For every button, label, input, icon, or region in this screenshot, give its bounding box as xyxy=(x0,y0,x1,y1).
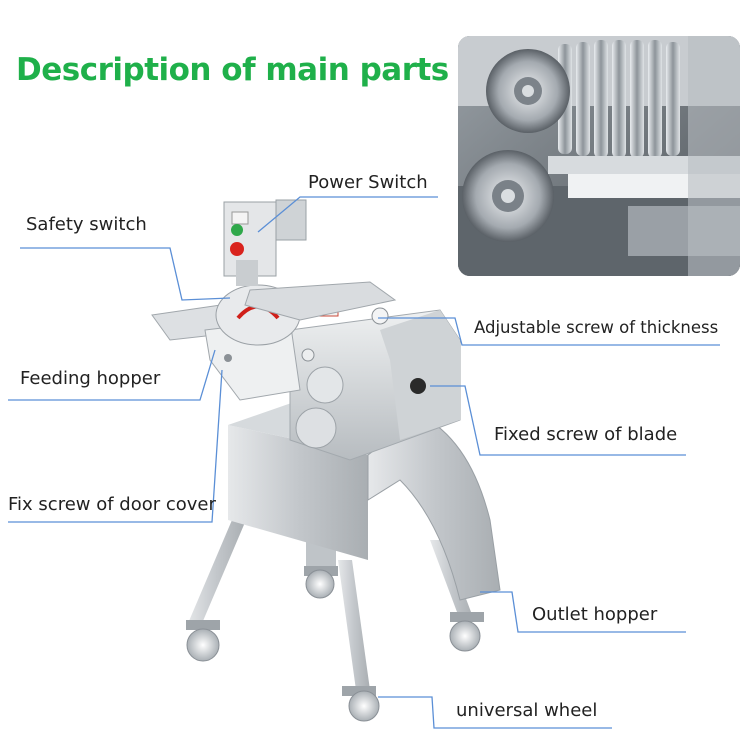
caster-wheel xyxy=(186,620,220,662)
machine-leg xyxy=(186,520,246,628)
page-title: Description of main parts xyxy=(16,52,449,88)
blade-closeup-image xyxy=(458,36,740,276)
caster-wheel xyxy=(449,612,484,652)
machine-leg xyxy=(430,540,474,620)
leader-line-outlet-hopper xyxy=(480,591,686,633)
label-power-switch: Power Switch xyxy=(308,172,428,193)
leader-line-adjustable-screw xyxy=(378,317,720,346)
leader-line-power-switch xyxy=(257,196,438,233)
blade-fixed-screw xyxy=(410,378,426,394)
caster-wheel xyxy=(342,686,380,722)
power-switch-button xyxy=(231,224,243,236)
thickness-screw xyxy=(371,307,389,325)
leader-line-safety-switch xyxy=(20,247,231,301)
label-outlet-hopper: Outlet hopper xyxy=(532,604,658,625)
machine-body xyxy=(228,425,368,560)
label-fix-screw-door: Fix screw of door cover xyxy=(8,494,216,515)
leader-line-fixed-screw xyxy=(430,385,686,456)
leader-line-door-screw xyxy=(8,369,223,523)
leader-line-universal-wheel xyxy=(378,696,612,729)
label-fixed-screw-blade: Fixed screw of blade xyxy=(494,424,678,445)
label-safety-switch: Safety switch xyxy=(26,214,147,235)
label-adjustable-screw: Adjustable screw of thickness xyxy=(474,318,719,337)
caster-wheel xyxy=(304,566,338,599)
stop-button xyxy=(230,242,244,256)
machine-leg xyxy=(338,560,370,690)
door-cover-screw xyxy=(301,348,315,362)
leader-line-feeding-hopper xyxy=(8,349,216,401)
label-universal-wheel: universal wheel xyxy=(456,700,598,721)
label-feeding-hopper: Feeding hopper xyxy=(20,368,161,389)
outlet-hopper xyxy=(367,414,501,601)
